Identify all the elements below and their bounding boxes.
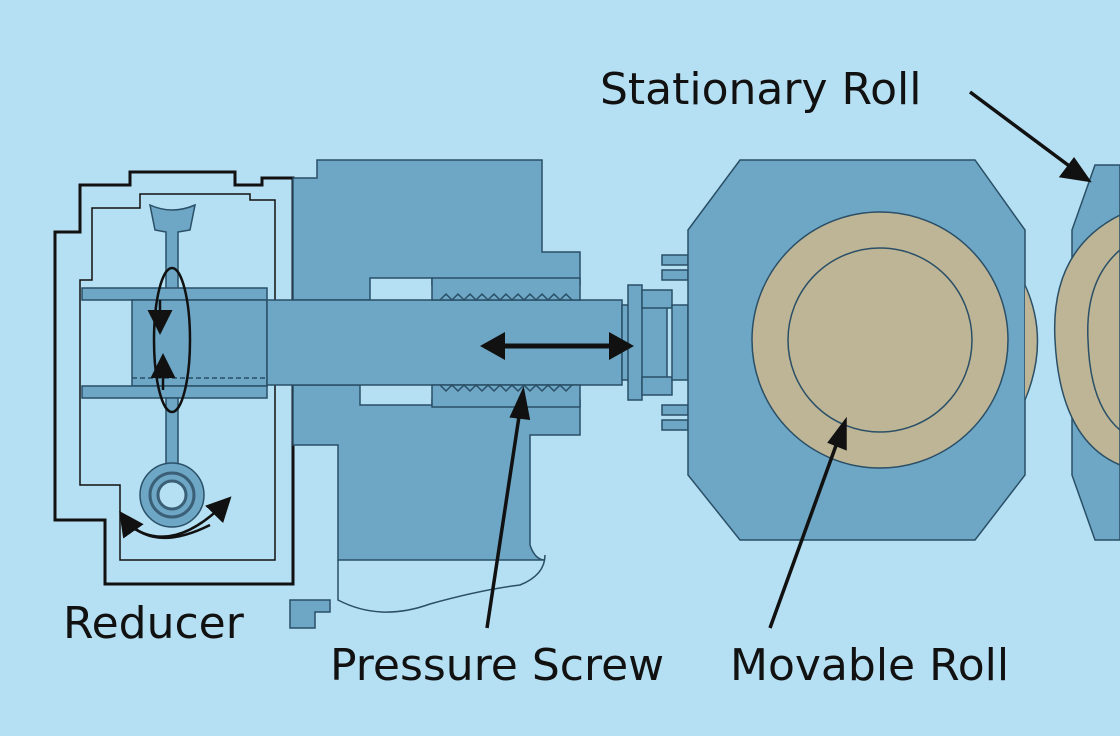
movement-double-arrow: [480, 332, 634, 360]
reducer-internals: [81, 203, 268, 528]
worm-ellipse: [152, 266, 192, 414]
movable-roll-label: Movable Roll: [730, 640, 1010, 691]
frame-bottom-curve: [337, 554, 546, 613]
reducer-arrows: [119, 300, 232, 540]
stationary-roll-chock: [1053, 164, 1120, 541]
leader-arrows: [485, 90, 1092, 629]
reducer-housing: [53, 170, 295, 586]
frame-body: [289, 159, 581, 629]
reducer-bearing-ring: [148, 471, 196, 519]
movable-roll-chock: [687, 159, 1039, 541]
coupling: [627, 254, 689, 431]
stationary-roll-label: Stationary Roll: [600, 64, 922, 115]
pressure-screw-label: Pressure Screw: [330, 640, 665, 691]
screw-threads: [439, 292, 573, 393]
reducer-label: Reducer: [63, 598, 244, 649]
